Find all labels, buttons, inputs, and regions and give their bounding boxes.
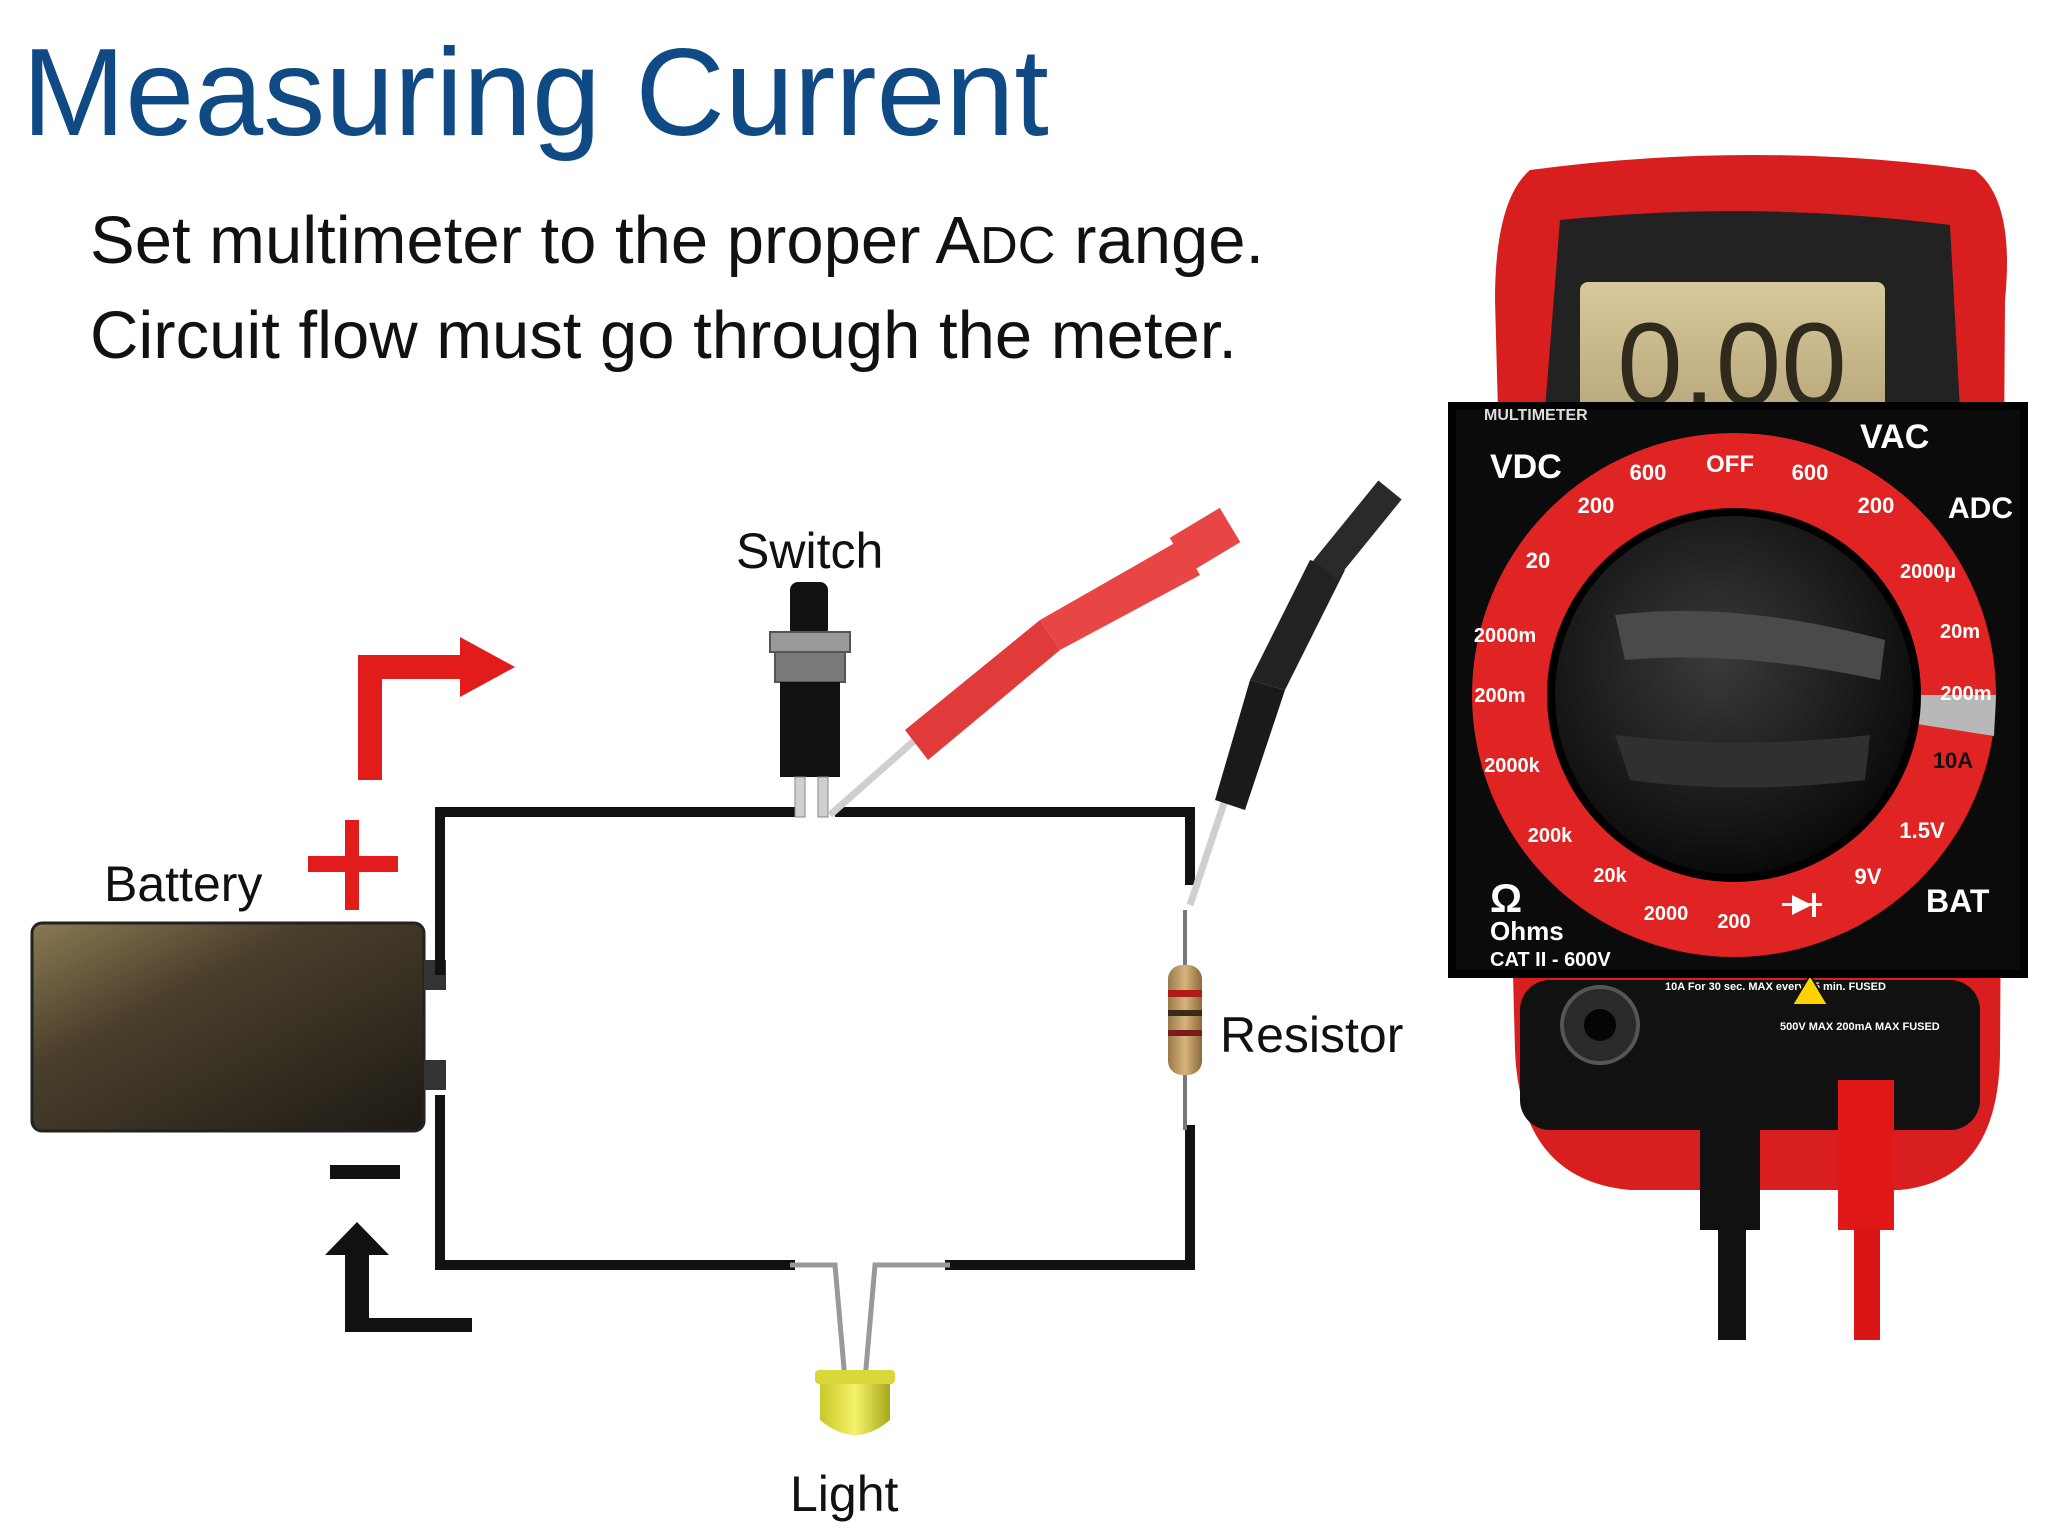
- adc-label: ADC: [1948, 492, 2013, 525]
- vdc-range-2000m: 2000m: [1474, 625, 1536, 647]
- instruction-line-1: Set multimeter to the proper ADC range.: [90, 203, 1265, 278]
- port-10a-text: 10A For 30 sec. MAX every 15 min. FUSED: [1665, 981, 1886, 993]
- battery-label: Battery: [104, 856, 263, 912]
- vac-label: VAC: [1860, 418, 1929, 456]
- bat-range-9v: 9V: [1855, 864, 1882, 889]
- vdc-label: VDC: [1490, 448, 1562, 486]
- wire-bottom-right: [945, 1125, 1195, 1270]
- flow-arrow-negative: [325, 1222, 472, 1332]
- page-title: Measuring Current: [22, 24, 1049, 162]
- black-lead-cable: [1700, 1080, 1760, 1340]
- adc-range-200m: 200m: [1940, 683, 1991, 705]
- instruction-line-2: Circuit flow must go through the meter.: [90, 298, 1237, 373]
- ohms-label: Ohms: [1490, 916, 1564, 946]
- warning-icon: [1790, 973, 1830, 1006]
- wire-bottom-left: [435, 1095, 795, 1270]
- vdc-range-200: 200: [1578, 493, 1615, 518]
- black-probe: [1186, 480, 1402, 907]
- ohm-symbol: Ω: [1490, 877, 1522, 921]
- vdc-range-200m: 200m: [1474, 685, 1525, 707]
- flow-arrow-positive: [358, 637, 515, 780]
- dial-panel: MULTIMETER OFF VDC VAC ADC BAT Ω Ohms CA…: [1448, 402, 2028, 978]
- battery: [30, 921, 446, 1133]
- switch-label: Switch: [736, 523, 884, 579]
- wire-top-right: [835, 807, 1195, 885]
- cat-label: CAT II - 600V: [1490, 949, 1611, 971]
- ohm-range-2000: 2000: [1644, 903, 1689, 925]
- multimeter: 0.00 10A For 30 sec. MAX every 15 min. F…: [1448, 155, 2028, 1340]
- wire-top-left: [435, 807, 805, 975]
- adc-range-20m: 20m: [1940, 621, 1980, 643]
- battery-terminal-negative: [424, 1060, 446, 1090]
- vdc-range-20: 20: [1526, 548, 1550, 573]
- bat-range-1.5v: 1.5V: [1899, 818, 1945, 843]
- ohm-range-200k: 200k: [1528, 825, 1573, 847]
- battery-body: [30, 921, 426, 1133]
- adc-range-10a: 10A: [1933, 748, 1973, 773]
- ohm-range-200: 200: [1717, 911, 1750, 933]
- bat-label: BAT: [1926, 883, 1990, 919]
- plus-sign: [308, 820, 398, 910]
- adc-smallcaps: DC: [980, 217, 1056, 275]
- vdc-range-600: 600: [1630, 460, 1667, 485]
- led-light: [790, 1262, 950, 1435]
- adc-range-2000u: 2000µ: [1900, 561, 1956, 583]
- circuit-wires: [435, 807, 1195, 1270]
- dial-highlight-10a: [1904, 695, 1996, 736]
- port-ma-text: 500V MAX 200mA MAX FUSED: [1780, 1021, 1940, 1033]
- ohm-range-2000k: 2000k: [1484, 755, 1540, 777]
- brand-strip: MULTIMETER: [1484, 407, 1588, 424]
- red-lead-cable: [1838, 1080, 1894, 1340]
- dial-off: OFF: [1706, 451, 1754, 478]
- light-label: Light: [790, 1466, 899, 1522]
- switch: [769, 582, 851, 818]
- red-probe: [827, 507, 1241, 818]
- vac-range-600: 600: [1792, 460, 1829, 485]
- resistor-label: Resistor: [1220, 1007, 1404, 1063]
- diode-icon: [1782, 893, 1822, 917]
- instructions: Set multimeter to the proper ADC range. …: [90, 196, 1264, 381]
- minus-sign: [330, 1165, 400, 1179]
- multimeter-lcd: [1580, 282, 1885, 422]
- ohm-range-20k: 20k: [1593, 865, 1627, 887]
- resistor: [1168, 910, 1202, 1130]
- dial-knob: [1547, 508, 1921, 882]
- vac-range-200: 200: [1858, 493, 1895, 518]
